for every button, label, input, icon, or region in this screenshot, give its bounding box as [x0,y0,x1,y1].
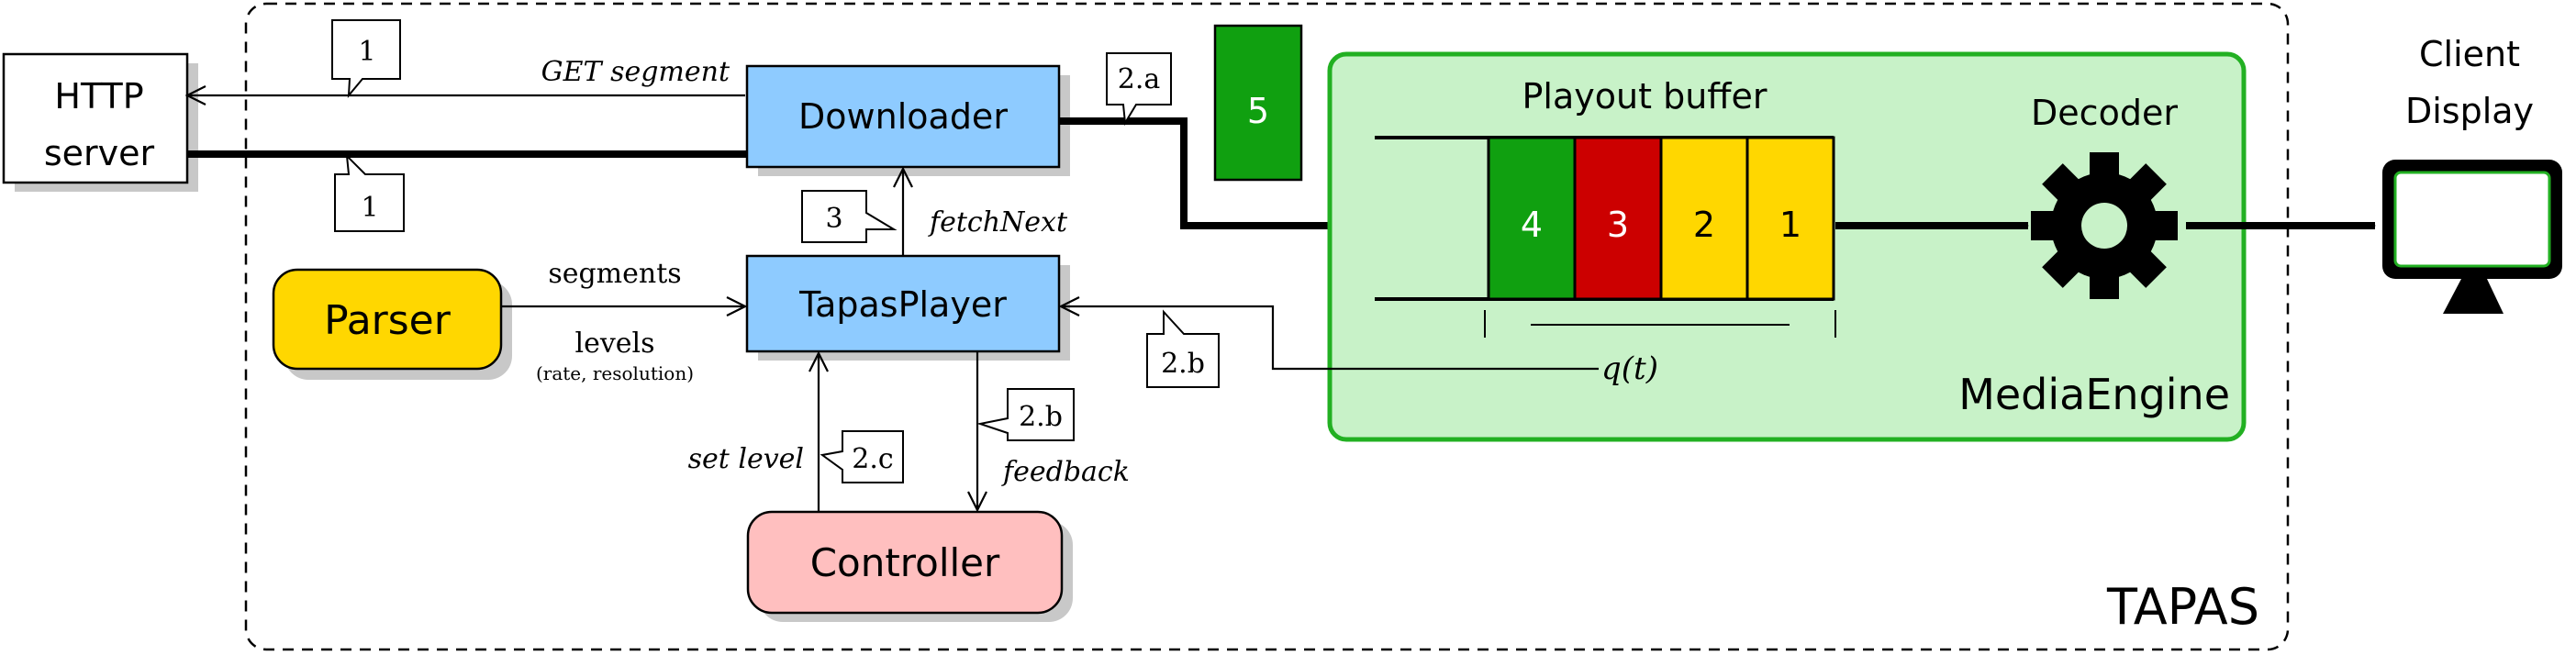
callout-1-top-text: 1 [358,36,375,68]
buffer-segment-2-label: 2 [1693,205,1715,245]
callout-2b-left-text: 2.b [1019,401,1063,433]
buffer-segment-4 [1487,136,1577,301]
incoming-segment-5 [1213,24,1303,182]
http-server-box [2,52,189,184]
monitor-icon [2382,160,2562,314]
parser-box[interactable] [272,268,503,371]
controller-label: Controller [810,540,1000,585]
callout-1-top-shape [331,19,401,98]
callout-2a-shape [1106,52,1172,127]
buffer-segment-3 [1573,136,1663,301]
media-engine-label: MediaEngine [1958,370,2230,419]
http-server-label-line2: server [44,133,155,173]
client-display-label-line2: Display [2405,91,2534,131]
callout-2b-left-shape [976,388,1075,441]
tapas-player-box[interactable] [745,254,1061,353]
buffer-segments: 4 3 2 1 [1487,136,1835,301]
callout-2a-text: 2.a [1118,63,1161,95]
buffer-segment-1-label: 1 [1779,205,1801,245]
callout-3-text: 3 [825,203,842,235]
buffer-segment-2 [1659,136,1749,301]
downloader-box[interactable] [745,64,1061,169]
segments-label: segments [548,258,681,290]
callout-2b-right-text: 2.b [1161,348,1205,380]
callout-3-shape [801,190,898,243]
callout-2c-text: 2.c [852,443,893,475]
tapas-container [244,2,2290,651]
decoder-gear-icon [2031,152,2178,299]
callout-1-bottom-shape [334,153,405,232]
controller-box[interactable] [746,510,1064,615]
levels-detail-label: (rate, resolution) [536,362,694,384]
levels-label: levels [574,328,654,360]
queue-feedback-arrow [1061,306,1599,371]
get-segment-label: GET segment [541,56,730,88]
incoming-segment-5-label: 5 [1247,91,1269,131]
playout-buffer-label: Playout buffer [1522,76,1768,117]
callout-1-bottom-text: 1 [361,192,378,224]
decoder-label: Decoder [2031,93,2178,133]
fetch-next-label: fetchNext [928,206,1068,239]
downloader-to-buffer-arrow [1059,117,1446,229]
client-display-label-line1: Client [2419,34,2520,74]
buffer-segment-1 [1745,136,1835,301]
tapas-player-label: TapasPlayer [798,284,1007,325]
tapas-label: TAPAS [2106,578,2259,636]
callout-2c-shape [820,430,904,483]
set-level-label: set level [688,443,804,475]
http-server-label-line1: HTTP [54,76,143,117]
callout-2b-right-shape [1146,309,1220,388]
parser-label: Parser [324,297,452,344]
queue-label: q(t) [1601,350,1658,387]
buffer-segment-4-label: 4 [1521,205,1543,245]
downloader-label: Downloader [798,96,1008,137]
feedback-label: feedback [1001,456,1130,488]
buffer-segment-3-label: 3 [1607,205,1629,245]
